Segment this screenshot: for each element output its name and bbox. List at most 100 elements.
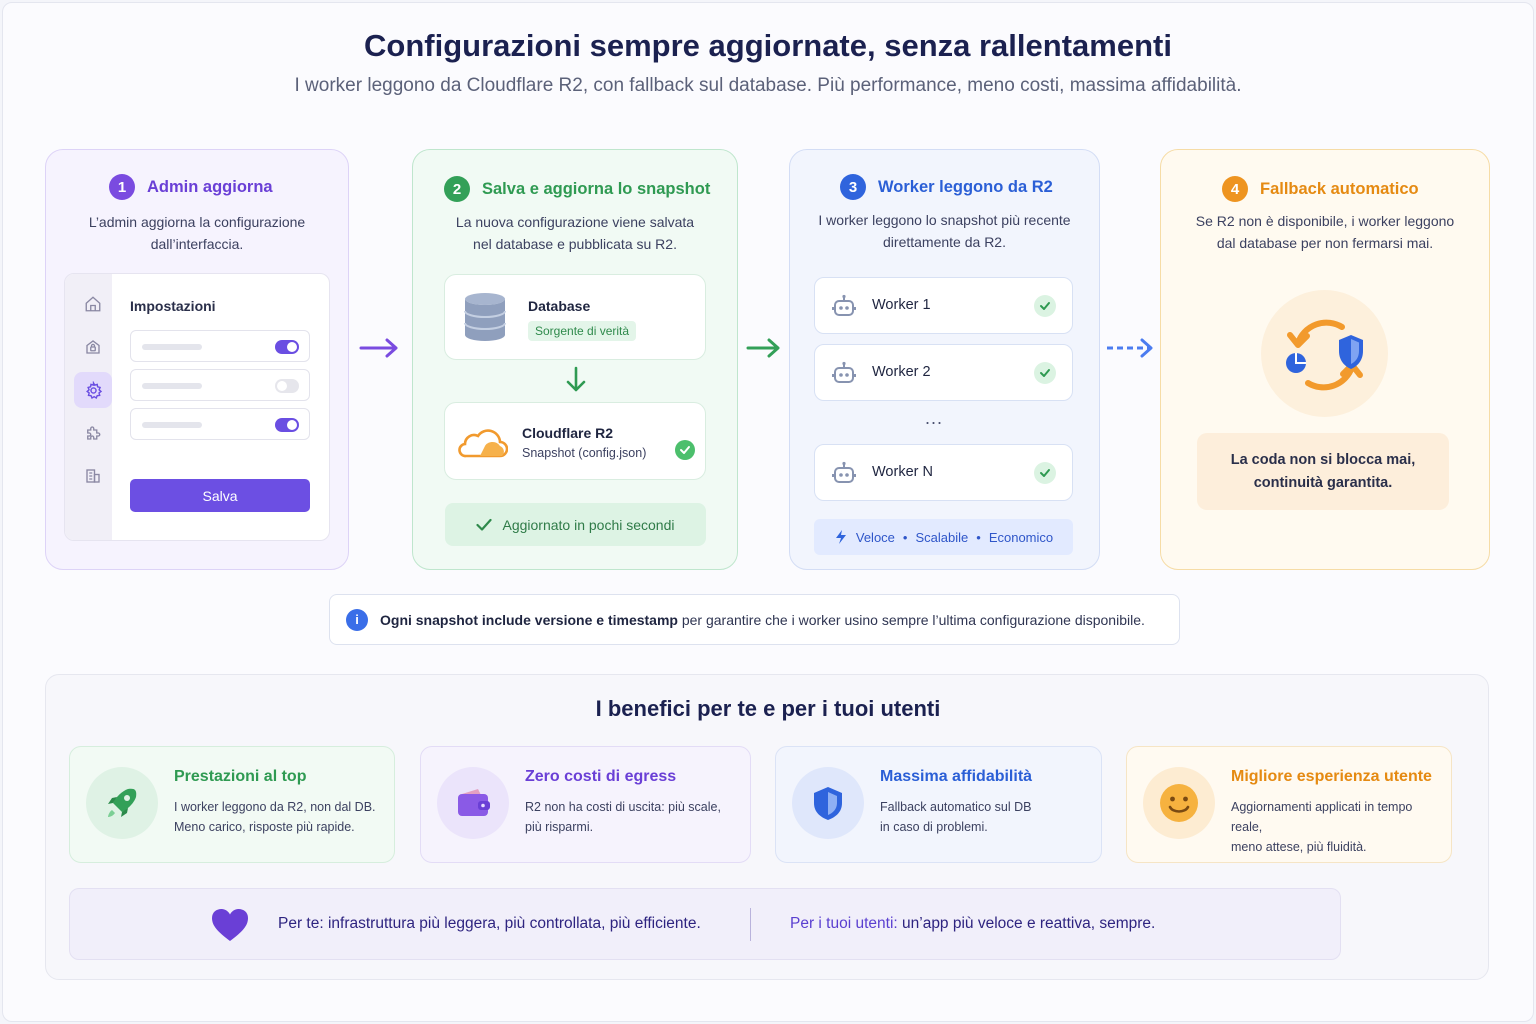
check-circle-icon	[1034, 362, 1056, 384]
step-number-badge: 2	[444, 176, 470, 202]
benefit-text: Aggiornamenti applicati in tempo reale, …	[1231, 797, 1446, 857]
benefit-text-line: R2 non ha costi di uscita: più scale,	[525, 800, 721, 814]
wallet-icon	[437, 767, 509, 839]
shield-icon	[792, 767, 864, 839]
more-workers-ellipsis: ...	[924, 408, 943, 428]
benefit-text: I worker leggono da R2, non dal DB. Meno…	[174, 797, 389, 837]
worker-row: Worker N	[814, 444, 1073, 501]
r2-box	[444, 402, 706, 480]
worker-features-bar: Veloce • Scalabile • Economico	[814, 519, 1073, 555]
checkmark-icon	[476, 518, 493, 531]
step-3-header: 3 Worker leggono da R2	[840, 174, 1053, 200]
benefit-text: Fallback automatico sul DB in caso di pr…	[880, 797, 1095, 837]
benefit-text-line: più risparmi.	[525, 820, 594, 834]
footer-left-strong: Per te:	[278, 915, 324, 932]
setting-label-placeholder	[142, 383, 202, 389]
benefit-text-line: Fallback automatico sul DB	[880, 800, 1032, 814]
benefit-card-experience: Migliore esperienza utente Aggiornamenti…	[1126, 746, 1452, 863]
feature-label: Veloce	[855, 529, 895, 545]
status-banner: Aggiornato in pochi secondi	[445, 503, 706, 546]
check-circle-icon	[675, 440, 695, 460]
footer-divider	[750, 908, 751, 941]
info-text: Ogni snapshot include versione e timesta…	[380, 612, 1145, 628]
fallback-illustration-bg	[1261, 290, 1388, 417]
setting-toggle-on[interactable]	[275, 340, 299, 354]
setting-toggle-off[interactable]	[275, 379, 299, 393]
status-text: Aggiornato in pochi secondi	[502, 516, 675, 533]
check-circle-icon	[1034, 295, 1056, 317]
lock-icon[interactable]	[74, 329, 112, 365]
benefit-card-reliability: Massima affidabilità Fallback automatico…	[775, 746, 1102, 863]
benefit-text-line: in caso di problemi.	[880, 820, 988, 834]
separator-dot: •	[976, 529, 981, 545]
step-desc-line: dall’interfaccia.	[150, 236, 244, 252]
setting-label-placeholder	[142, 422, 202, 428]
benefit-card-performance: Prestazioni al top I worker leggono da R…	[69, 746, 395, 863]
r2-title: Cloudflare R2	[522, 425, 614, 441]
save-button[interactable]: Salva	[130, 479, 310, 512]
gear-icon[interactable]	[74, 372, 112, 408]
step-title: Salva e aggiorna lo snapshot	[482, 179, 711, 198]
smiley-icon	[1143, 767, 1215, 839]
step-desc-line: nel database e pubblicata su R2.	[473, 236, 677, 252]
page-subtitle: I worker leggono da Cloudflare R2, con f…	[294, 75, 1242, 96]
footer-left-rest: infrastruttura più leggera, più controll…	[323, 915, 701, 932]
step-4-header: 4 Fallback automatico	[1222, 176, 1419, 202]
step-description: Se R2 non è disponibile, i worker leggon…	[1172, 210, 1478, 254]
setting-row	[130, 408, 310, 440]
feature-label: Scalabile	[915, 529, 969, 545]
source-of-truth-badge: Sorgente di verità	[528, 321, 637, 341]
step-description: L’admin aggiorna la configurazione dall’…	[60, 211, 334, 255]
benefit-title: Migliore esperienza utente	[1231, 768, 1432, 785]
step-number-badge: 1	[109, 174, 135, 200]
rocket-icon	[86, 767, 158, 839]
r2-subtitle: Snapshot (config.json)	[522, 446, 647, 460]
robot-icon	[832, 294, 856, 316]
fallback-note: La coda non si blocca mai, continuità ga…	[1197, 433, 1449, 510]
step-description: I worker leggono lo snapshot più recente…	[800, 209, 1089, 253]
benefit-title: Zero costi di egress	[525, 768, 677, 785]
setting-row	[130, 369, 310, 401]
setting-label-placeholder	[142, 344, 202, 350]
dashed-arrow-right-icon	[1107, 338, 1153, 358]
benefit-title: Prestazioni al top	[174, 768, 307, 785]
robot-icon	[832, 461, 856, 483]
benefits-title: I benefici per te e per i tuoi utenti	[595, 696, 941, 721]
step-desc-line: dal database per non fermarsi mai.	[1216, 235, 1434, 251]
step-desc-line: L’admin aggiorna la configurazione	[88, 214, 306, 230]
lightning-icon	[835, 530, 846, 544]
worker-label: Worker 2	[872, 364, 931, 380]
benefit-title: Massima affidabilità	[880, 768, 1033, 785]
step-1-header: 1 Admin aggiorna	[109, 174, 273, 200]
step-number-badge: 4	[1222, 176, 1248, 202]
step-title: Fallback automatico	[1260, 179, 1419, 198]
benefit-text-line: meno attese, più fluidità.	[1231, 840, 1367, 854]
benefit-text-line: Aggiornamenti applicati in tempo reale,	[1231, 800, 1413, 834]
setting-toggle-on[interactable]	[275, 418, 299, 432]
sync-shield-icon	[1286, 319, 1363, 391]
info-rest: per garantire che i worker usino sempre …	[677, 611, 1145, 628]
fallback-note-line: continuità garantita.	[1253, 475, 1393, 491]
home-icon[interactable]	[74, 286, 112, 322]
footer-left-text: Per te: infrastruttura più leggera, più …	[278, 915, 701, 933]
settings-title: Impostazioni	[130, 298, 216, 314]
arrow-down-icon	[566, 366, 586, 392]
benefit-text-line: I worker leggono da R2, non dal DB.	[174, 800, 376, 814]
step-desc-line: Se R2 non è disponibile, i worker leggon…	[1195, 213, 1455, 229]
arrow-right-icon	[746, 338, 780, 358]
step-2-header: 2 Salva e aggiorna lo snapshot	[444, 176, 710, 202]
check-circle-icon	[1034, 462, 1056, 484]
step-desc-line: La nuova configurazione viene salvata	[455, 214, 695, 230]
page-title: Configurazioni sempre aggiornate, senza …	[364, 28, 1172, 63]
benefit-text-line: Meno carico, risposte più rapide.	[174, 820, 355, 834]
step-description: La nuova configurazione viene salvata ne…	[425, 211, 725, 255]
building-icon[interactable]	[74, 458, 112, 494]
worker-row: Worker 1	[814, 277, 1073, 334]
worker-label: Worker 1	[872, 297, 931, 313]
separator-dot: •	[902, 529, 908, 545]
step-title: Admin aggiorna	[147, 177, 273, 196]
puzzle-icon[interactable]	[74, 415, 112, 451]
feature-label: Economico	[988, 529, 1054, 545]
step-desc-line: I worker leggono lo snapshot più recente	[818, 212, 1071, 228]
benefit-card-egress: Zero costi di egress R2 non ha costi di …	[420, 746, 751, 863]
